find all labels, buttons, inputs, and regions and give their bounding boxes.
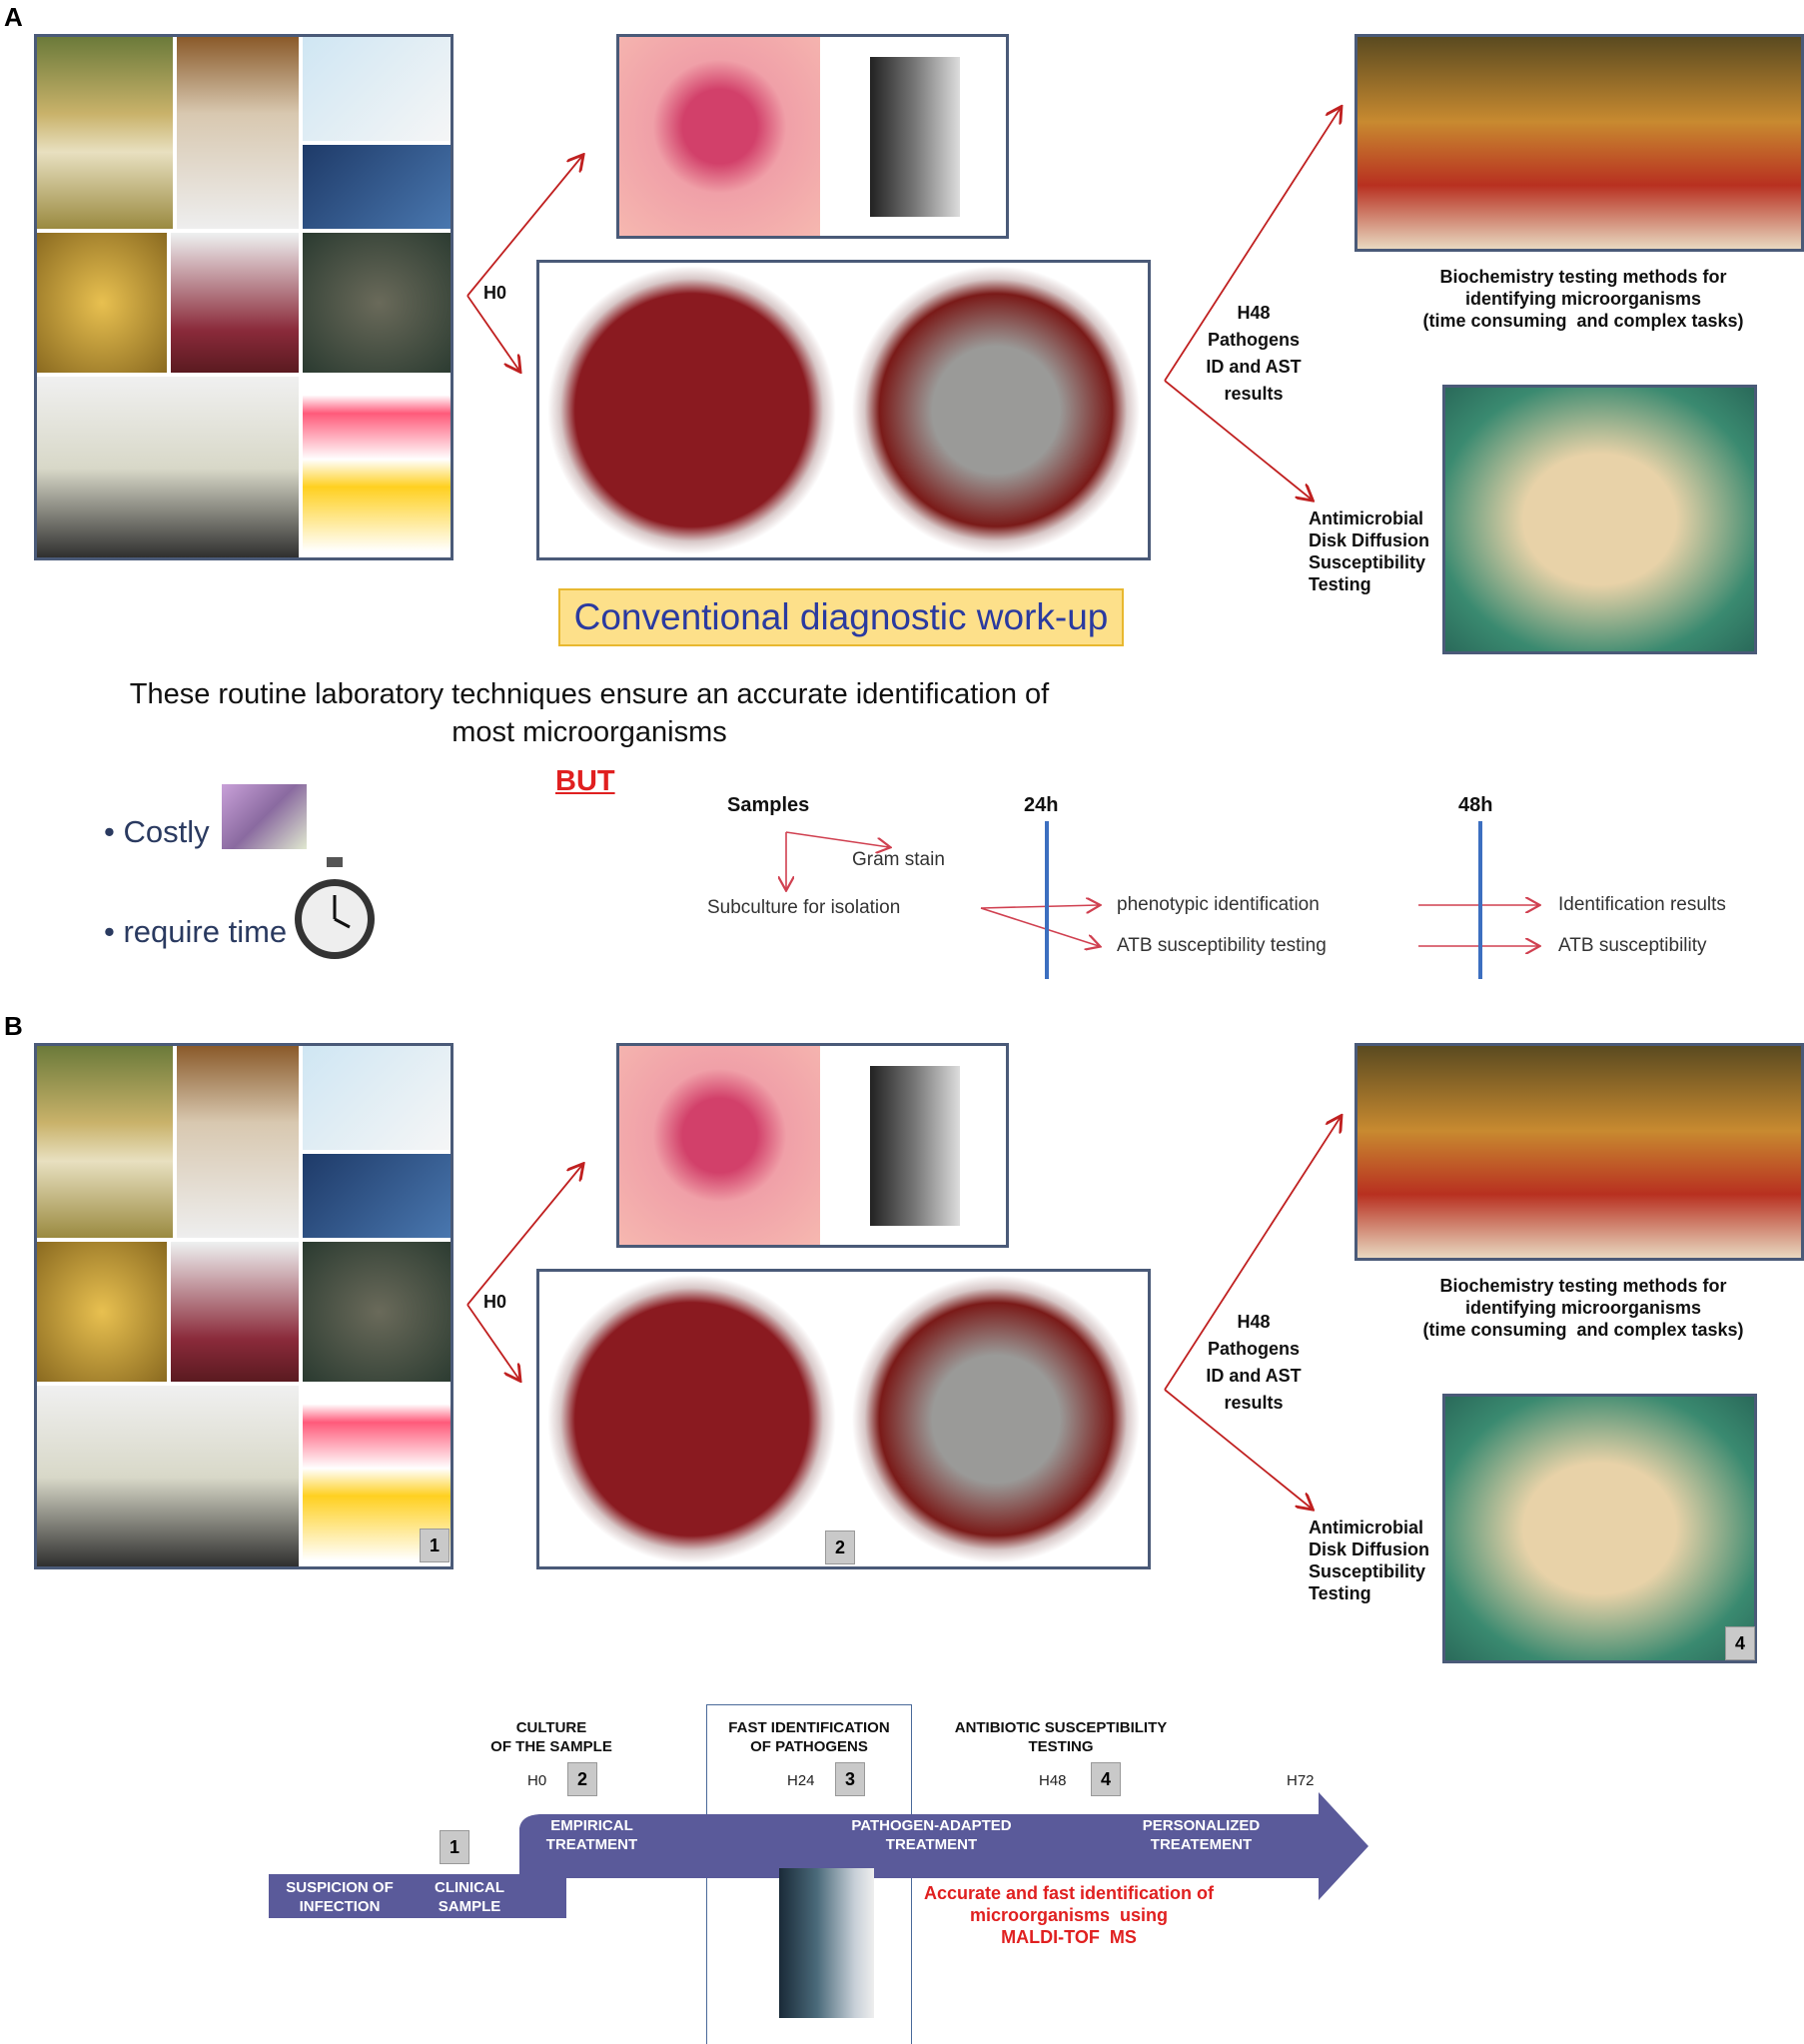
panel-label: A [4, 2, 23, 32]
h48-label: H48 Pathogens ID and AST results [1206, 1312, 1302, 1413]
wf-24h: 24h [1024, 794, 1059, 816]
h48-label: H48 Pathogens ID and AST results [1206, 303, 1302, 404]
wf-subculture: Subculture for isolation [707, 897, 901, 918]
step-badge: 4 [1091, 1762, 1121, 1796]
tl-h48: H48 [1039, 1772, 1067, 1789]
disk-diffusion-photo [1442, 385, 1757, 654]
culture-plates-photo [536, 1269, 1151, 1569]
disk-caption: Antimicrobial Disk Diffusion Susceptibil… [1309, 1518, 1430, 1603]
step-badge: 1 [440, 1830, 469, 1864]
wf-id-results: Identification results [1558, 894, 1726, 915]
money-icon [222, 784, 307, 849]
disk-diffusion-photo [1442, 1394, 1757, 1663]
biochemistry-tests-photo [1354, 34, 1804, 252]
timeline-arrow [269, 1792, 1368, 1918]
culture-plates-photo [536, 260, 1151, 560]
sample-collage-photo [34, 1043, 453, 1569]
flow-arrows [466, 1009, 1804, 2018]
panel-a: A Biochemistry testing methods for ident… [0, 0, 1804, 1009]
gram-stain-microscope-photo [616, 1043, 1009, 1248]
step-badge: 3 [835, 1762, 865, 1796]
gram-stain-microscope-photo [616, 34, 1009, 239]
tl-adapted: PATHOGEN-ADAPTED TREATMENT [851, 1817, 1012, 1853]
panel-b: B Biochemistry testing methods for ident… [0, 1009, 1804, 2018]
wf-samples: Samples [727, 794, 810, 816]
tl-h72: H72 [1287, 1772, 1315, 1789]
disk-caption: Antimicrobial Disk Diffusion Susceptibil… [1309, 509, 1430, 594]
tl-h0: H0 [527, 1772, 547, 1789]
tl-fast-id: FAST IDENTIFICATION OF PATHOGENS [728, 1719, 890, 1755]
bullet-costly-text: Costly [123, 814, 210, 849]
bullet-costly: • Costly [104, 814, 210, 849]
conventional-title: Conventional diagnostic work-up [558, 588, 1124, 646]
biochem-caption: Biochemistry testing methods for identif… [1422, 1276, 1744, 1340]
wf-atb-testing: ATB susceptibility testing [1117, 935, 1327, 956]
maldi-tof-instrument-image [779, 1868, 874, 2018]
bullet-require-time-text: require time [123, 914, 288, 949]
h0-label: H0 [483, 283, 507, 303]
tl-maldi-text: Accurate and fast identification of micr… [923, 1883, 1215, 1947]
flow-arrows [466, 0, 1804, 1009]
wf-phenotypic: phenotypic identification [1117, 894, 1320, 915]
sample-collage-photo [34, 34, 453, 560]
step-badge: 1 [420, 1529, 450, 1562]
step-badge: 2 [567, 1762, 597, 1796]
tl-clinical: CLINICAL SAMPLE [435, 1879, 504, 1915]
workflow-lines [0, 821, 1804, 979]
bullet-require-time: • require time [104, 914, 288, 949]
but-label: BUT [555, 765, 615, 797]
step-badge: 2 [825, 1531, 855, 1564]
step-badge: 4 [1725, 1626, 1755, 1660]
tl-empirical: EMPIRICAL TREATMENT [545, 1817, 638, 1853]
wf-gram: Gram stain [852, 849, 945, 870]
tl-ast: ANTIBIOTIC SUSCEPTIBILITY TESTING [954, 1719, 1168, 1755]
wf-atb-susc: ATB susceptibility [1558, 935, 1707, 956]
tl-personalized: PERSONALIZED TREATEMENT [1142, 1817, 1261, 1853]
tl-h24: H24 [787, 1772, 815, 1789]
wf-48h: 48h [1458, 794, 1493, 816]
tl-culture: CULTURE OF THE SAMPLE [490, 1719, 612, 1755]
stopwatch-icon [295, 857, 375, 959]
h0-label: H0 [483, 1292, 507, 1312]
tl-suspicion: SUSPICION OF INFECTION [286, 1879, 394, 1915]
panel-label: B [4, 1011, 23, 1041]
biochem-caption: Biochemistry testing methods for identif… [1422, 267, 1744, 331]
statement: These routine laboratory techniques ensu… [129, 678, 1050, 748]
biochemistry-tests-photo [1354, 1043, 1804, 1261]
